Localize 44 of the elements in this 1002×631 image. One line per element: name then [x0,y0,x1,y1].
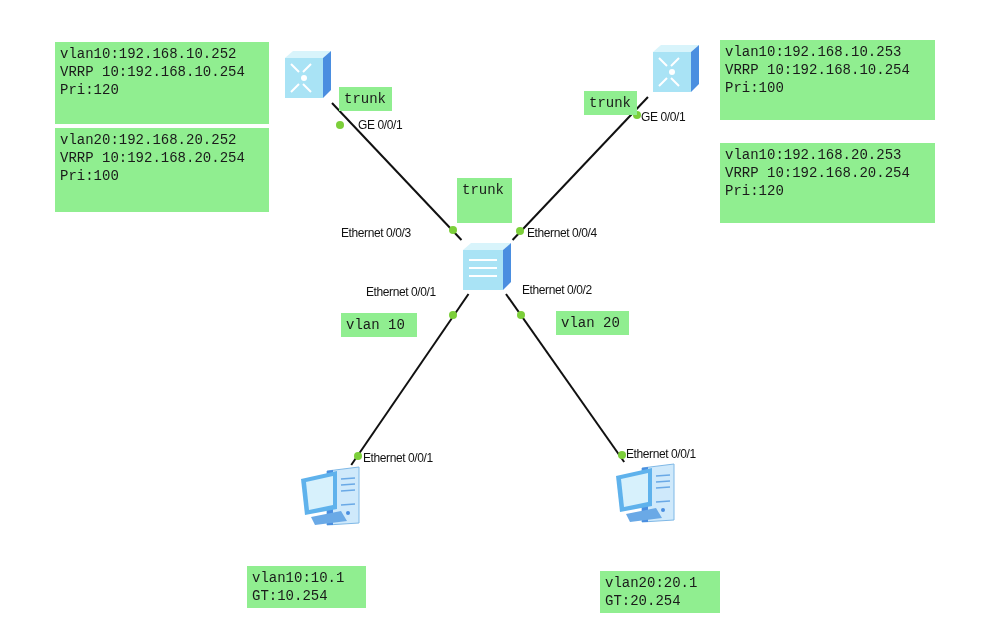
note-text: Pri:120 [60,81,120,99]
tag-box [584,91,637,115]
note-text: vlan20:192.168.20.252 [60,131,238,149]
note-text: vlan10:192.168.10.252 [60,45,238,63]
port-label: Ethernet 0/0/4 [527,226,597,240]
network-link [511,96,649,241]
note-text: vlan10:10.1 [252,569,346,587]
note-text: vlan10:192.168.20.253 [725,146,903,164]
note-text: VRRP 10:192.168.10.254 [60,63,246,81]
port-label: Ethernet 0/0/2 [522,283,592,297]
network-link [331,102,463,241]
note-text: GT:10.254 [252,587,329,605]
port-label: Ethernet 0/0/1 [363,451,433,465]
note-box [720,40,935,120]
tag-box [339,87,392,111]
port-label: Ethernet 0/0/1 [366,285,436,299]
note-box [55,42,269,124]
port-label: GE 0/0/1 [358,118,403,132]
port-label: GE 0/0/1 [641,110,686,124]
note-text: VRRP 10:192.168.20.254 [60,149,246,167]
note-text: Pri:120 [725,182,785,200]
note-text: Pri:100 [60,167,120,185]
tag-text: vlan 20 [561,314,621,332]
note-box [600,571,720,613]
network-link [505,293,626,463]
note-text: VRRP 10:192.168.10.254 [725,61,911,79]
tag-box [457,178,512,223]
note-box [55,128,269,212]
tag-box [341,313,417,337]
note-box [247,566,366,608]
tag-text: vlan 10 [346,316,406,334]
note-text: GT:20.254 [605,592,682,610]
tag-text: trunk [344,90,387,108]
port-label: Ethernet 0/0/1 [626,447,696,461]
note-text: vlan20:20.1 [605,574,699,592]
tag-text: trunk [462,181,505,199]
note-box [720,143,935,223]
tag-text: trunk [589,94,632,112]
note-text: Pri:100 [725,79,785,97]
note-text: VRRP 10:192.168.20.254 [725,164,911,182]
note-text: vlan10:192.168.10.253 [725,43,903,61]
tag-box [556,311,629,335]
network-link [350,293,470,466]
port-label: Ethernet 0/0/3 [341,226,411,240]
